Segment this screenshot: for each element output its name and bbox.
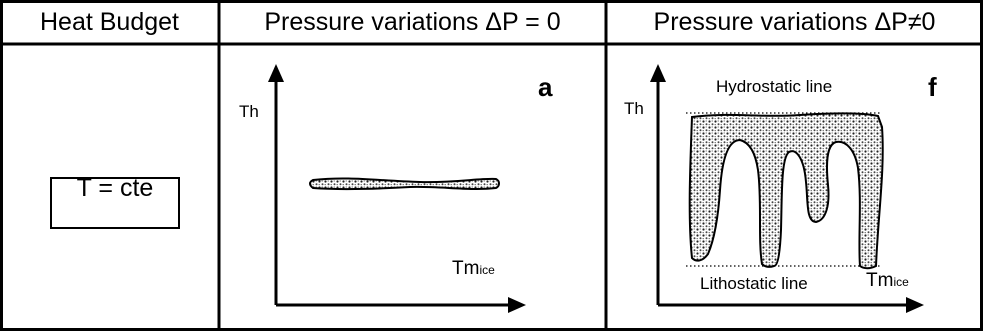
panel-a-x-axis-sub: ice <box>479 263 494 277</box>
header-pressure-nonzero: Pressure variations ΔP≠0 <box>606 0 983 44</box>
panel-f-y-axis-label: Th <box>624 99 644 119</box>
panel-a-x-axis-label: Tmice <box>452 258 495 280</box>
panel-a-letter: a <box>538 72 552 103</box>
panel-a-inclusion-band <box>310 178 499 189</box>
header-heat-budget: Heat Budget <box>0 0 219 44</box>
panel-f-x-axis-sub: ice <box>893 275 908 289</box>
panel-a-x-axis-main: Tm <box>452 258 479 279</box>
constant-temperature-label: T = cte <box>56 174 174 203</box>
hydrostatic-line-label: Hydrostatic line <box>716 77 832 97</box>
panel-a-y-axis-label: Th <box>239 102 259 122</box>
panel-f-x-axis-main: Tm <box>866 270 893 291</box>
lithostatic-line-label: Lithostatic line <box>700 274 808 294</box>
header-pressure-zero: Pressure variations ΔP = 0 <box>219 0 606 44</box>
panel-f-inclusion-shape <box>690 113 883 268</box>
panel-f-letter: f <box>928 72 937 103</box>
panel-f-x-axis-label: Tmice <box>866 270 909 292</box>
